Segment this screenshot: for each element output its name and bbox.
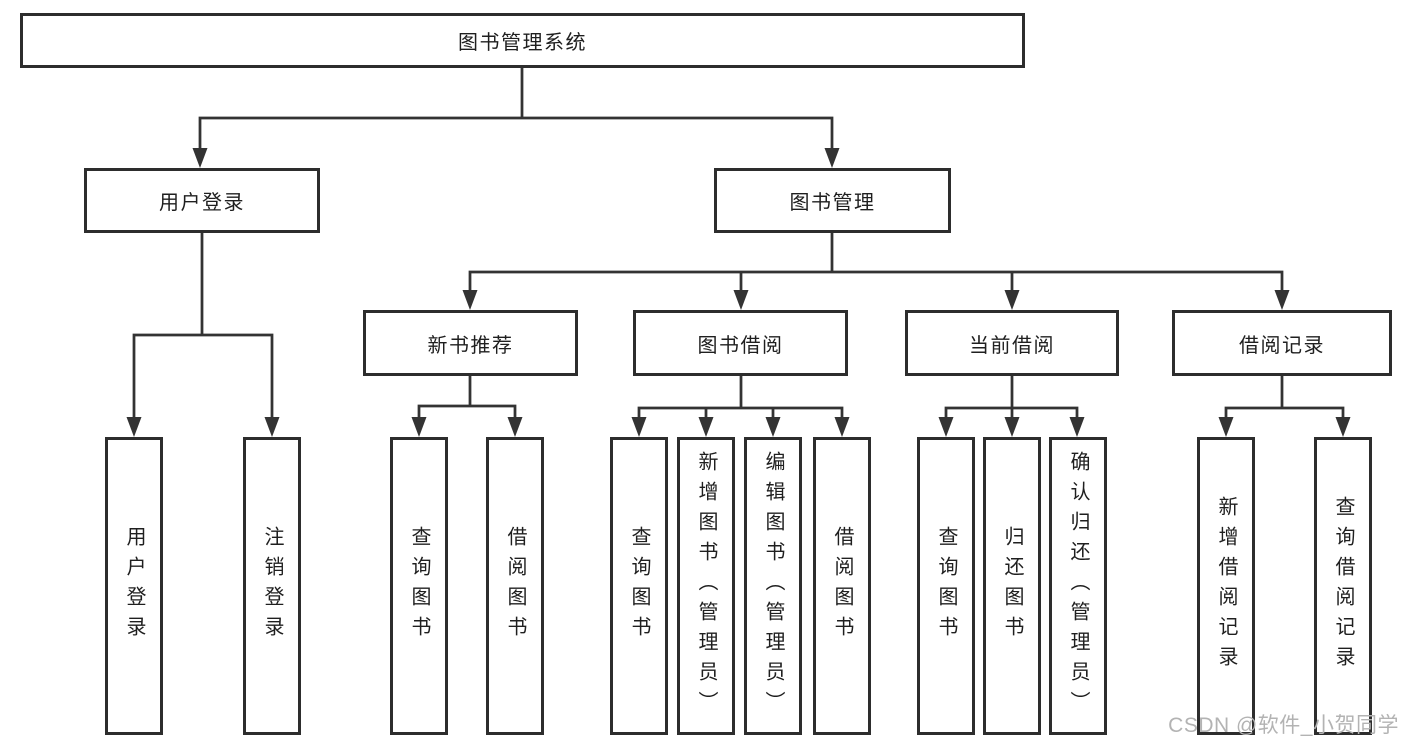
arrowhead <box>698 417 714 437</box>
leaf-user-login: 用户登录 <box>105 437 163 735</box>
leaf-borrow-books-recommend: 借阅图书 <box>486 437 544 735</box>
leaf-borrow-books: 借阅图书 <box>813 437 871 735</box>
node-book-borrowing-label: 图书借阅 <box>697 334 784 357</box>
arrowhead <box>938 417 954 437</box>
leaf-query-books-recommend: 查询图书 <box>390 437 448 735</box>
leaf-query-books-current: 查询图书 <box>917 437 975 735</box>
arrowhead <box>1335 417 1351 437</box>
leaf-query-books-recommend-label: 查询图书 <box>408 526 430 646</box>
node-current-borrowing-label: 当前借阅 <box>969 334 1055 357</box>
leaf-return-books-label: 归还图书 <box>1001 526 1023 646</box>
node-book-borrowing: 图书借阅 <box>633 310 848 376</box>
node-root-label: 图书管理系统 <box>458 32 587 54</box>
leaf-add-borrow-record: 新增借阅记录 <box>1197 437 1255 735</box>
leaf-borrow-books-label: 借阅图书 <box>831 526 853 646</box>
arrowhead <box>631 417 647 437</box>
arrowhead <box>462 290 478 310</box>
arrowhead <box>264 417 280 437</box>
leaf-query-books-borrowing: 查询图书 <box>610 437 668 735</box>
leaf-borrow-books-recommend-label: 借阅图书 <box>504 526 526 646</box>
connector-book-borrowing-to-leaves <box>631 374 850 437</box>
arrowhead <box>733 290 749 310</box>
arrowhead <box>1004 290 1020 310</box>
connector-current-borrowing-to-leaves <box>938 374 1085 437</box>
arrowhead <box>824 148 840 168</box>
node-new-book-recommendation-label: 新书推荐 <box>427 334 514 357</box>
node-new-book-recommendation: 新书推荐 <box>363 310 578 376</box>
arrowhead <box>765 417 781 437</box>
arrowhead <box>1069 417 1085 437</box>
node-user-login-label: 用户登录 <box>159 192 245 214</box>
leaf-add-borrow-record-label: 新增借阅记录 <box>1215 496 1237 676</box>
arrowhead <box>1274 290 1290 310</box>
leaf-query-borrow-record: 查询借阅记录 <box>1314 437 1372 735</box>
node-root: 图书管理系统 <box>20 13 1025 68</box>
connector-user-login-to-leaves <box>126 231 280 437</box>
leaf-confirm-return-admin: 确认归还（管理员） <box>1049 437 1107 735</box>
arrowhead <box>126 417 142 437</box>
node-borrowing-records: 借阅记录 <box>1172 310 1392 376</box>
arrowhead <box>411 417 427 437</box>
node-book-management-label: 图书管理 <box>789 192 876 214</box>
arrowhead <box>1218 417 1234 437</box>
arrowhead <box>192 148 208 168</box>
leaf-add-books-admin-label: 新增图书（管理员） <box>695 451 717 721</box>
leaf-logout: 注销登录 <box>243 437 301 735</box>
leaf-return-books: 归还图书 <box>983 437 1041 735</box>
node-book-management: 图书管理 <box>714 168 951 233</box>
leaf-confirm-return-admin-label: 确认归还（管理员） <box>1067 451 1089 721</box>
leaf-edit-books-admin-label: 编辑图书（管理员） <box>762 451 784 721</box>
connector-book-management-to-level3 <box>462 231 1290 310</box>
arrowhead <box>507 417 523 437</box>
arrowhead <box>1004 417 1020 437</box>
leaf-user-login-label: 用户登录 <box>123 526 145 646</box>
leaf-query-borrow-record-label: 查询借阅记录 <box>1332 496 1354 676</box>
leaf-query-books-current-label: 查询图书 <box>935 526 957 646</box>
watermark: CSDN @软件_小贺同学 <box>1168 714 1399 737</box>
connector-borrowing-records-to-leaves <box>1218 374 1351 437</box>
leaf-add-books-admin: 新增图书（管理员） <box>677 437 735 735</box>
connector-root-to-level2 <box>192 66 840 168</box>
node-borrowing-records-label: 借阅记录 <box>1239 334 1325 357</box>
node-current-borrowing: 当前借阅 <box>905 310 1119 376</box>
connector-new-book-recommendation-to-leaves <box>411 374 523 437</box>
leaf-edit-books-admin: 编辑图书（管理员） <box>744 437 802 735</box>
leaf-query-books-borrowing-label: 查询图书 <box>628 526 650 646</box>
arrowhead <box>834 417 850 437</box>
node-user-login: 用户登录 <box>84 168 320 233</box>
leaf-logout-label: 注销登录 <box>261 526 283 646</box>
